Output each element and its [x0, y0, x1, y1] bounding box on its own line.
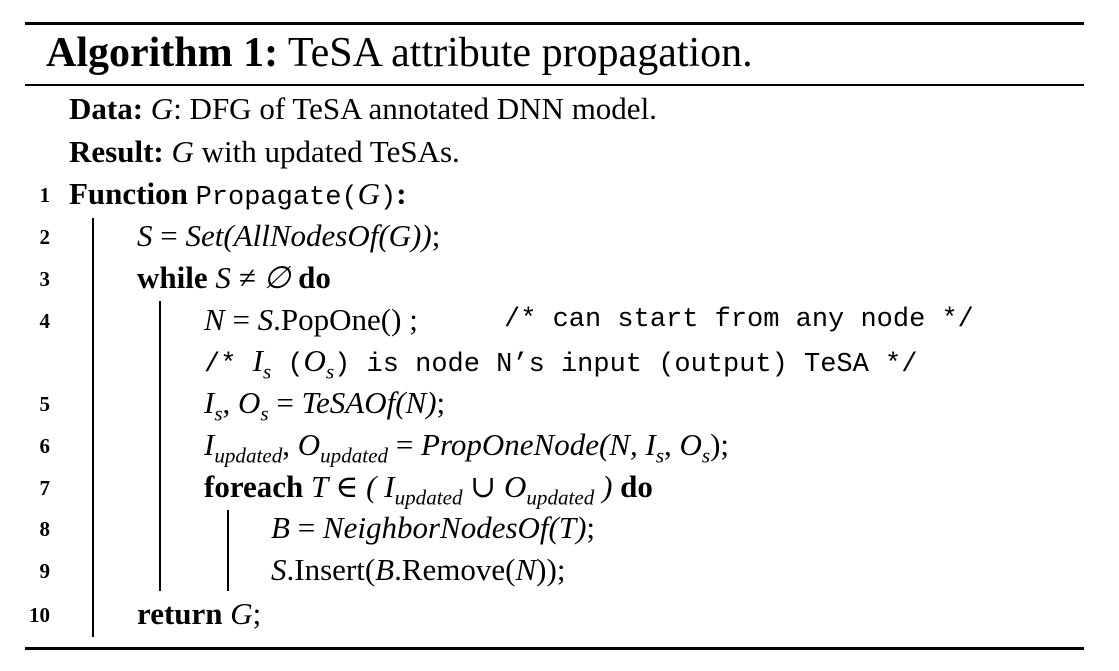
- subscript: updated: [394, 485, 463, 510]
- subscript: s: [655, 443, 665, 468]
- result-label: Result:: [69, 134, 164, 169]
- data-label: Data:: [69, 91, 144, 126]
- line-number: 5: [39, 392, 51, 416]
- bottom-rule: [25, 647, 1084, 650]
- line-number: 8: [39, 517, 51, 541]
- subscript: s: [260, 401, 269, 426]
- method-popone: .PopOne() ;: [273, 302, 418, 337]
- data-var: G: [150, 91, 174, 126]
- var-g: G: [230, 596, 253, 631]
- method-remove: .Remove(: [394, 552, 516, 587]
- call-tesaof: TeSAOf(N): [301, 385, 437, 420]
- semicolon: ;: [586, 510, 596, 545]
- while-condition: S ≠ ∅: [215, 260, 291, 295]
- var-o: O: [504, 469, 527, 504]
- algorithm-title-text: TeSA attribute propagation.: [287, 30, 753, 76]
- keyword-while: while: [137, 260, 208, 295]
- function-name: Propagate: [195, 183, 342, 213]
- paren-open: (: [341, 183, 358, 213]
- function-colon: :: [396, 176, 407, 211]
- line-number: 1: [39, 183, 51, 207]
- header-rule: [25, 84, 1084, 86]
- line-number: 4: [39, 309, 51, 333]
- equals: =: [268, 385, 302, 420]
- var-s: S: [271, 552, 287, 587]
- semicolon: ;: [252, 596, 262, 631]
- var-o: O: [238, 385, 261, 420]
- paren-close: ): [380, 183, 397, 213]
- comment-open: /*: [204, 350, 253, 380]
- algorithm-title: Algorithm 1: TeSA attribute propagation.: [46, 28, 753, 78]
- indent-bar-while: [159, 301, 161, 591]
- subscript: updated: [214, 443, 283, 468]
- indent-bar-foreach: [227, 510, 229, 591]
- arg-o: O: [679, 427, 702, 462]
- var-s: S: [257, 302, 274, 337]
- comment: /* can start from any node */: [504, 305, 974, 335]
- call-proponenode: PropOneNode(N,: [421, 427, 646, 462]
- close-semicolon: ));: [536, 552, 566, 587]
- equals: =: [388, 427, 422, 462]
- var-i: I: [384, 469, 395, 504]
- subscript: s: [262, 359, 272, 384]
- comment-var-i: I: [252, 343, 263, 378]
- var-t: T: [311, 469, 328, 504]
- arg-i: I: [645, 427, 656, 462]
- var-i: I: [204, 385, 215, 420]
- equals: =: [224, 302, 258, 337]
- indent-bar-function: [92, 218, 94, 637]
- comma: ,: [664, 427, 680, 462]
- keyword-do: do: [620, 469, 653, 504]
- result-var: G: [171, 134, 194, 169]
- element-of: ∈ (: [327, 469, 385, 504]
- semicolon: ;: [436, 385, 446, 420]
- algorithm-label: Algorithm 1:: [46, 30, 279, 76]
- semicolon: ;: [431, 218, 441, 253]
- comma: ,: [222, 385, 239, 420]
- subscript: updated: [526, 485, 595, 510]
- var-i: I: [204, 427, 215, 462]
- comma: ,: [282, 427, 298, 462]
- keyword-foreach: foreach: [204, 469, 304, 504]
- comment-mid: (: [271, 350, 304, 380]
- comment-var-o: O: [303, 343, 326, 378]
- subscript: s: [214, 401, 223, 426]
- keyword-return: return: [137, 596, 223, 631]
- subscript: s: [701, 443, 711, 468]
- call-neighbornodesof: NeighborNodesOf(T): [322, 510, 587, 545]
- equals: =: [289, 510, 323, 545]
- equals: =: [152, 218, 186, 253]
- var-n: N: [204, 302, 225, 337]
- keyword-function: Function: [69, 176, 188, 211]
- subscript: s: [325, 359, 335, 384]
- comment-rest: ) is node N’s input (output) TeSA */: [334, 350, 918, 380]
- top-rule: [25, 22, 1084, 25]
- function-arg: G: [357, 176, 381, 211]
- line-number: 2: [39, 225, 51, 249]
- line-number: 10: [29, 603, 50, 627]
- var-n: N: [515, 552, 537, 587]
- method-insert: .Insert(: [286, 552, 376, 587]
- var-s: S: [137, 218, 153, 253]
- subscript: updated: [320, 443, 389, 468]
- result-text: with updated TeSAs.: [193, 134, 460, 169]
- paren-close: ): [594, 469, 613, 504]
- var-b: B: [375, 552, 395, 587]
- var-b: B: [271, 510, 290, 545]
- line-number: 9: [39, 559, 51, 583]
- data-text: : DFG of TeSA annotated DNN model.: [173, 91, 657, 126]
- call-set: Set(AllNodesOf(G)): [185, 218, 432, 253]
- line-number: 3: [39, 267, 51, 291]
- line-number: 7: [39, 476, 51, 500]
- keyword-do: do: [298, 260, 331, 295]
- line-number: 6: [39, 434, 51, 458]
- close-semicolon: );: [710, 427, 730, 462]
- union: ∪: [462, 469, 504, 504]
- var-o: O: [297, 427, 321, 462]
